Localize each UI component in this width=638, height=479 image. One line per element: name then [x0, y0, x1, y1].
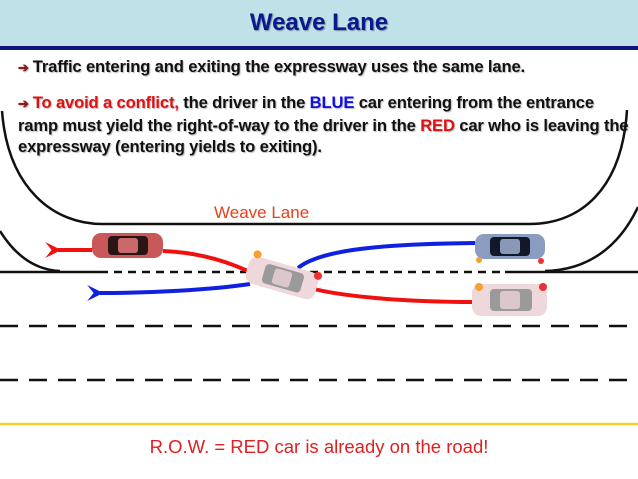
bullet-1-text: Traffic entering and exiting the express… — [32, 57, 525, 76]
ramp-island-edge — [0, 109, 629, 226]
ramp-outer-right — [544, 206, 638, 273]
title-bar: Weave Lane — [0, 0, 638, 50]
bullet-arrow-icon: ➔ — [18, 96, 29, 111]
bullet-2-text: the driver in the — [178, 93, 310, 112]
bullet-1: ➔Traffic entering and exiting the expres… — [18, 56, 633, 79]
blue-path — [100, 241, 476, 293]
ramp-outer-left — [0, 230, 61, 273]
row-caption: R.O.W. = RED car is already on the road! — [149, 436, 489, 457]
red-car — [92, 233, 163, 258]
weave-lane-label: Weave Lane — [214, 203, 310, 222]
red-path — [162, 249, 476, 304]
bullet-2-text: car entering from the entrance ramp must… — [18, 93, 594, 135]
bullet-2: ➔To avoid a conflict, the driver in the … — [18, 92, 633, 158]
blue-car — [475, 234, 545, 264]
blue-word: BLUE — [309, 93, 355, 112]
bullet-2-lead: To avoid a conflict, — [32, 93, 179, 112]
slide-title: Weave Lane — [249, 9, 389, 36]
red-word: RED — [420, 115, 455, 135]
faded-red-car-start — [472, 283, 547, 316]
bullet-arrow-icon: ➔ — [18, 60, 29, 75]
faded-merging-car — [245, 250, 322, 300]
bullet-2-text: car who is leaving the expressway (enter… — [18, 115, 629, 157]
